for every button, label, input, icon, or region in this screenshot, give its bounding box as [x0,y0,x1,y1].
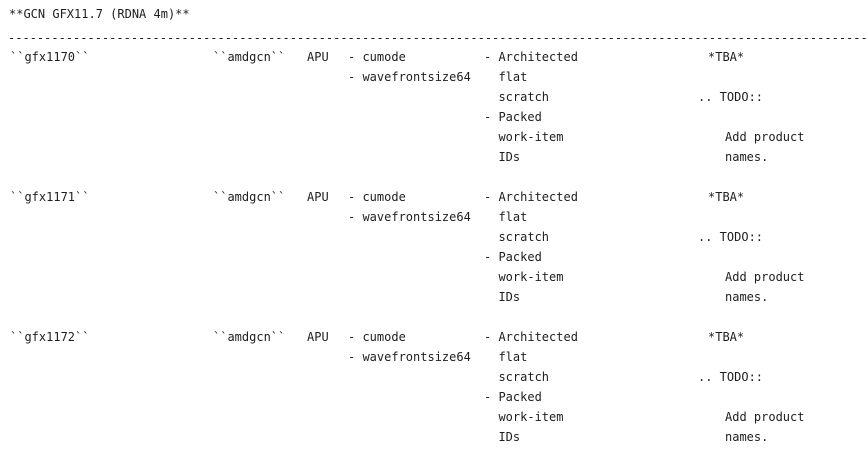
property-line: work-item [484,130,564,144]
todo-directive: .. TODO:: [698,90,764,104]
target-row-gfx1172: ``gfx1172`` ``amdgcn`` APU - cumode - wa… [0,327,868,467]
feature-cumode: - cumode [348,50,406,64]
feature-wavefrontsize64: - wavefrontsize64 [348,70,471,84]
target-triple: ``amdgcn`` [213,330,286,344]
property-line: work-item [484,270,564,284]
separator-line: ----------------------------------------… [8,28,868,48]
property-line: scratch [484,370,550,384]
processor-kind: APU [307,190,329,204]
todo-body-line: names. [725,430,769,444]
property-line: work-item [484,410,564,424]
property-line: IDs [484,430,521,444]
property-line: flat [484,70,528,84]
feature-cumode: - cumode [348,190,406,204]
todo-body-line: names. [725,150,769,164]
feature-wavefrontsize64: - wavefrontsize64 [348,210,471,224]
todo-body-line: Add product [725,130,805,144]
property-line: flat [484,350,528,364]
target-name: ``gfx1170`` [10,50,90,64]
target-triple: ``amdgcn`` [213,50,286,64]
property-line: - Architected [484,330,578,344]
target-name: ``gfx1171`` [10,190,90,204]
target-name: ``gfx1172`` [10,330,90,344]
todo-body-line: Add product [725,410,805,424]
status-tba: *TBA* [708,190,745,204]
property-line: scratch [484,230,550,244]
property-line: scratch [484,90,550,104]
todo-directive: .. TODO:: [698,370,764,384]
separator-dashes: ----------------------------------------… [8,31,868,45]
todo-directive: .. TODO:: [698,230,764,244]
property-line: IDs [484,290,521,304]
processor-kind: APU [307,50,329,64]
property-line: - Architected [484,190,578,204]
todo-body-line: names. [725,290,769,304]
target-triple: ``amdgcn`` [213,190,286,204]
processor-kind: APU [307,330,329,344]
property-line: flat [484,210,528,224]
status-tba: *TBA* [708,330,745,344]
target-row-gfx1170: ``gfx1170`` ``amdgcn`` APU - cumode - wa… [0,47,868,187]
feature-cumode: - cumode [348,330,406,344]
todo-body-line: Add product [725,270,805,284]
property-line: - Packed [484,110,542,124]
property-line: - Architected [484,50,578,64]
property-line: IDs [484,150,521,164]
status-tba: *TBA* [708,50,745,64]
property-line: - Packed [484,250,542,264]
target-row-gfx1171: ``gfx1171`` ``amdgcn`` APU - cumode - wa… [0,187,868,327]
page-title: **GCN GFX11.7 (RDNA 4m)** [9,7,190,21]
feature-wavefrontsize64: - wavefrontsize64 [348,350,471,364]
property-line: - Packed [484,390,542,404]
